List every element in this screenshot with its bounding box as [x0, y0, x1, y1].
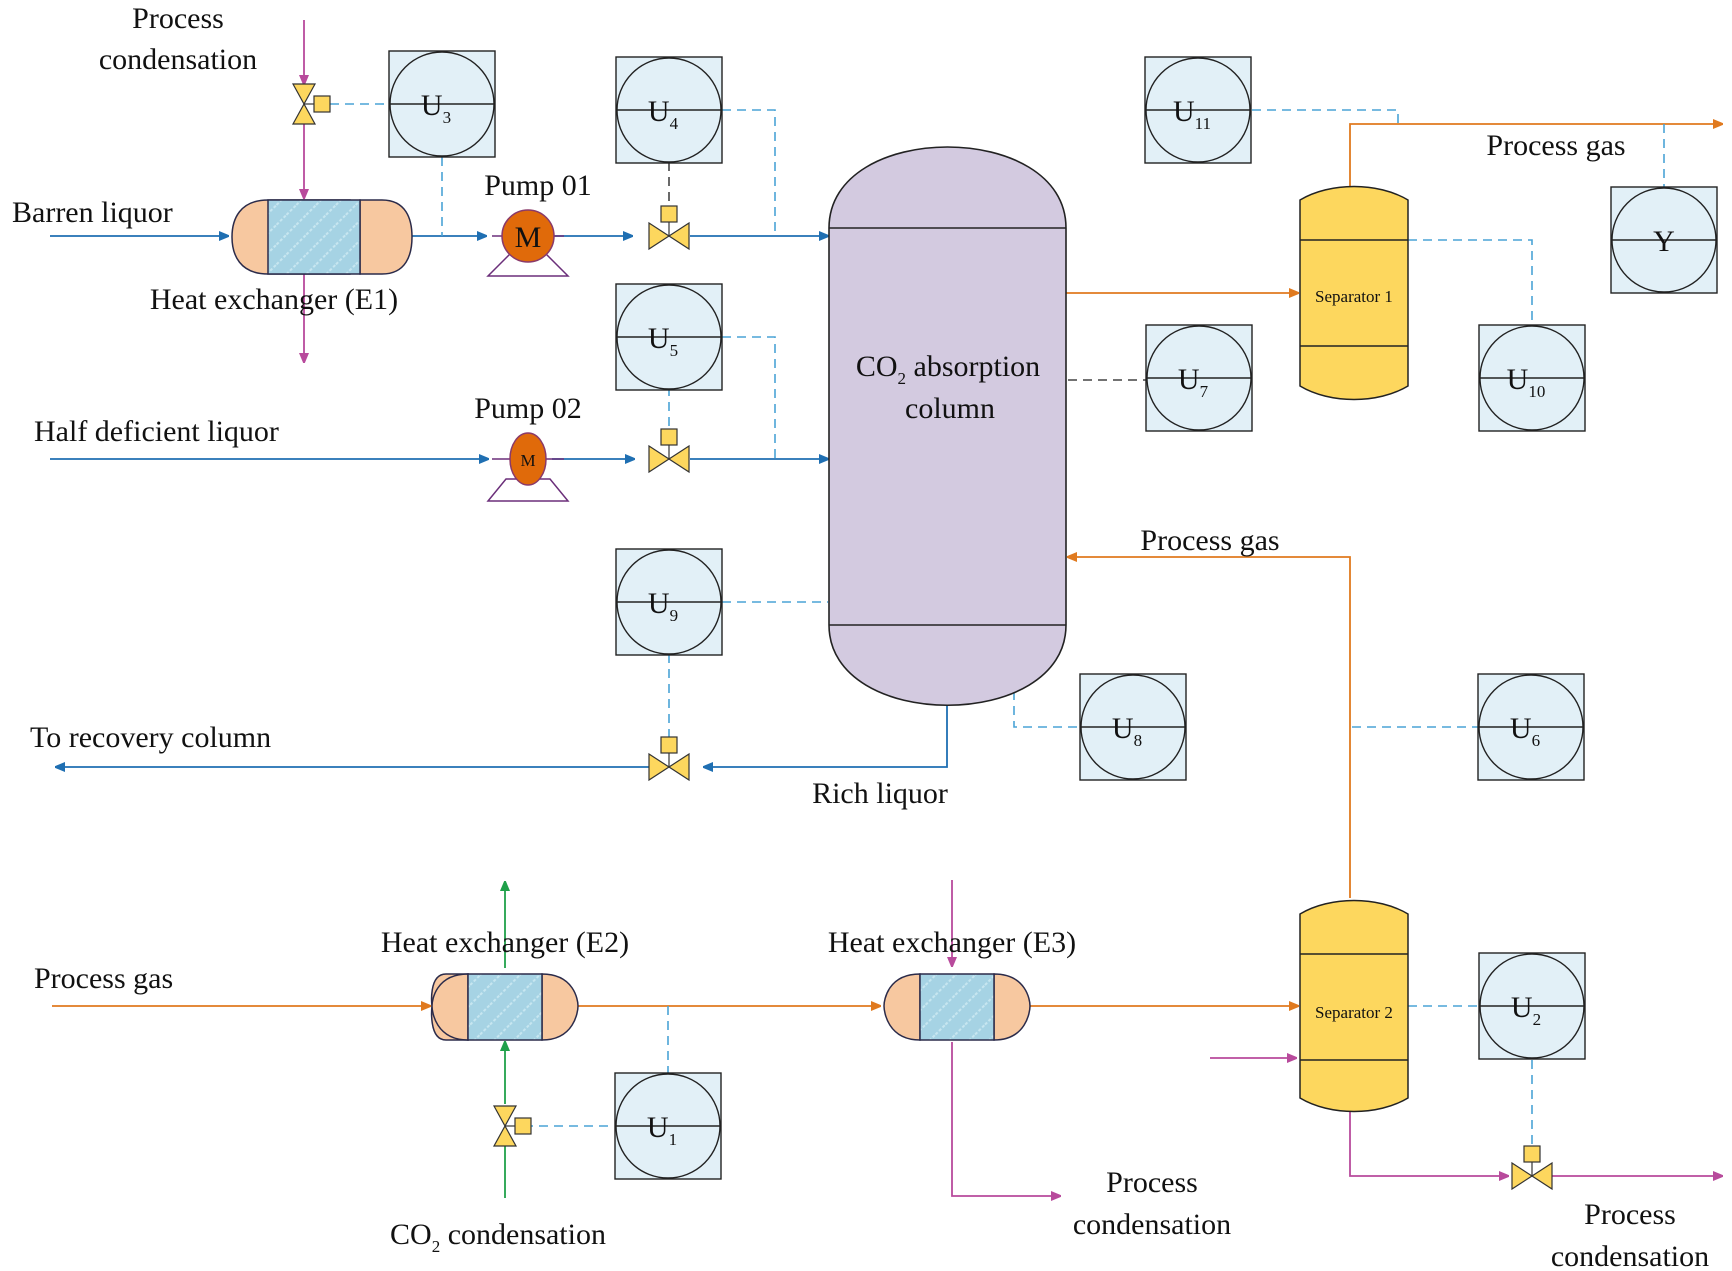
label-pump-01: Pump 01 — [484, 169, 592, 202]
instrument-label-sub: 1 — [669, 1130, 678, 1149]
instrument-y[interactable]: Y — [1610, 186, 1718, 294]
separator-2[interactable] — [1299, 899, 1409, 1113]
instrument-label-main: U — [1510, 712, 1532, 745]
instrument-u7[interactable]: U7 — [1145, 324, 1253, 432]
instrument-label: Y — [1653, 225, 1675, 258]
label-process-condensation-top-1: Process — [132, 2, 224, 35]
instrument-label-main: U — [647, 1111, 669, 1144]
heat-exchanger-e1[interactable] — [231, 199, 413, 275]
label-process-condensation-top-2: condensation — [99, 43, 257, 76]
pump-01-letter: M — [515, 221, 542, 254]
label-process-condensation-e3-2: condensation — [1073, 1208, 1231, 1241]
instrument-u5[interactable]: U5 — [615, 283, 723, 391]
pipe-separator2-to-column — [1068, 557, 1351, 898]
instrument-label-main: U — [648, 322, 670, 355]
label-pump-02: Pump 02 — [474, 392, 582, 425]
pipe-column-to-separator1 — [1066, 124, 1722, 293]
instrument-label: U6 — [1510, 712, 1540, 750]
instrument-u6[interactable]: U6 — [1477, 673, 1585, 781]
valve-condensate-separator2[interactable] — [1511, 1145, 1553, 1191]
instrument-label-main: U — [421, 89, 443, 122]
instrument-label-sub: 10 — [1528, 382, 1545, 401]
label-rich-liquor: Rich liquor — [812, 777, 948, 810]
instrument-label: U3 — [421, 89, 451, 127]
label-heat-exchanger-e2: Heat exchanger (E2) — [381, 926, 629, 959]
valve-barren-liquor[interactable] — [648, 205, 690, 251]
label-column: column — [905, 392, 995, 425]
instrument-label-sub: 7 — [1200, 382, 1209, 401]
instrument-label-main: U — [1112, 712, 1134, 745]
label-barren-liquor: Barren liquor — [12, 196, 173, 229]
label-process-gas-bottom: Process gas — [34, 962, 173, 995]
instrument-u4[interactable]: U4 — [615, 56, 723, 164]
label-process-condensation-e3-1: Process — [1106, 1166, 1198, 1199]
instrument-u2[interactable]: U2 — [1478, 952, 1586, 1060]
label-separator-2: Separator 2 — [1315, 1003, 1393, 1022]
separator-1[interactable] — [1299, 185, 1409, 401]
instrument-label-sub: 5 — [670, 341, 679, 360]
heat-exchanger-e2[interactable] — [430, 973, 579, 1041]
instrument-label-sub: 11 — [1195, 114, 1211, 133]
label-co2-absorption-column: CO2 absorption — [856, 350, 1040, 388]
instrument-label-main: Y — [1653, 225, 1675, 258]
instrument-label: U4 — [648, 95, 679, 133]
instrument-label-sub: 9 — [670, 606, 679, 625]
valve-condensate-e1[interactable] — [291, 83, 331, 125]
instrument-u10[interactable]: U10 — [1478, 324, 1586, 432]
valve-rich-liquor[interactable] — [648, 736, 690, 782]
instrument-label: U10 — [1507, 363, 1546, 401]
instrument-label-main: U — [1173, 95, 1195, 128]
instrument-label: U8 — [1112, 712, 1142, 750]
instrument-label: U1 — [647, 1111, 677, 1149]
instrument-u1[interactable]: U1 — [614, 1072, 722, 1180]
instrument-label-main: U — [1178, 363, 1200, 396]
pump-01[interactable]: M — [486, 209, 570, 277]
label-half-deficient-liquor: Half deficient liquor — [34, 415, 279, 448]
instrument-u3[interactable]: U3 — [388, 50, 496, 158]
instrument-label-sub: 4 — [670, 114, 679, 133]
pipe-condensate-e3 — [952, 880, 1060, 1196]
instrument-label-sub: 8 — [1134, 731, 1143, 750]
instrument-label-sub: 3 — [443, 108, 452, 127]
pump-02[interactable]: M — [486, 432, 570, 502]
valve-co2-condensation[interactable] — [492, 1105, 532, 1147]
label-to-recovery-column: To recovery column — [30, 721, 271, 754]
pipe-condensate-separator2 — [1210, 1058, 1722, 1176]
pipe-rich-liquor — [56, 690, 948, 767]
instrument-u11[interactable]: U11 — [1144, 56, 1252, 164]
heat-exchanger-e3[interactable] — [883, 973, 1031, 1041]
instrument-u9[interactable]: U9 — [615, 548, 723, 656]
label-separator-1: Separator 1 — [1315, 287, 1393, 306]
label-process-gas-mid: Process gas — [1140, 524, 1279, 557]
instrument-label: U11 — [1173, 95, 1211, 133]
label-co2-condensation: CO2 condensation — [390, 1218, 606, 1256]
instrument-label-sub: 2 — [1533, 1010, 1542, 1029]
instrument-label: U7 — [1178, 363, 1209, 401]
instrument-label: U9 — [648, 587, 678, 625]
label-heat-exchanger-e3: Heat exchanger (E3) — [828, 926, 1076, 959]
signal-lines — [330, 103, 1665, 1150]
valve-half-deficient[interactable] — [648, 428, 690, 474]
instrument-label-main: U — [648, 587, 670, 620]
co2-absorption-column[interactable] — [828, 146, 1067, 707]
label-heat-exchanger-e1: Heat exchanger (E1) — [150, 283, 398, 316]
instrument-label: U2 — [1511, 991, 1541, 1029]
pump-02-letter: M — [520, 451, 535, 470]
instrument-label: U5 — [648, 322, 678, 360]
valves — [291, 83, 1553, 1191]
instrument-label-main: U — [648, 95, 670, 128]
instrument-label-main: U — [1507, 363, 1529, 396]
instrument-label-sub: 6 — [1532, 731, 1541, 750]
instrument-label-main: U — [1511, 991, 1533, 1024]
instrument-u8[interactable]: U8 — [1079, 673, 1187, 781]
label-process-condensation-sep2-2: condensation — [1551, 1240, 1709, 1271]
label-process-gas-top: Process gas — [1486, 129, 1625, 162]
label-process-condensation-sep2-1: Process — [1584, 1198, 1676, 1231]
